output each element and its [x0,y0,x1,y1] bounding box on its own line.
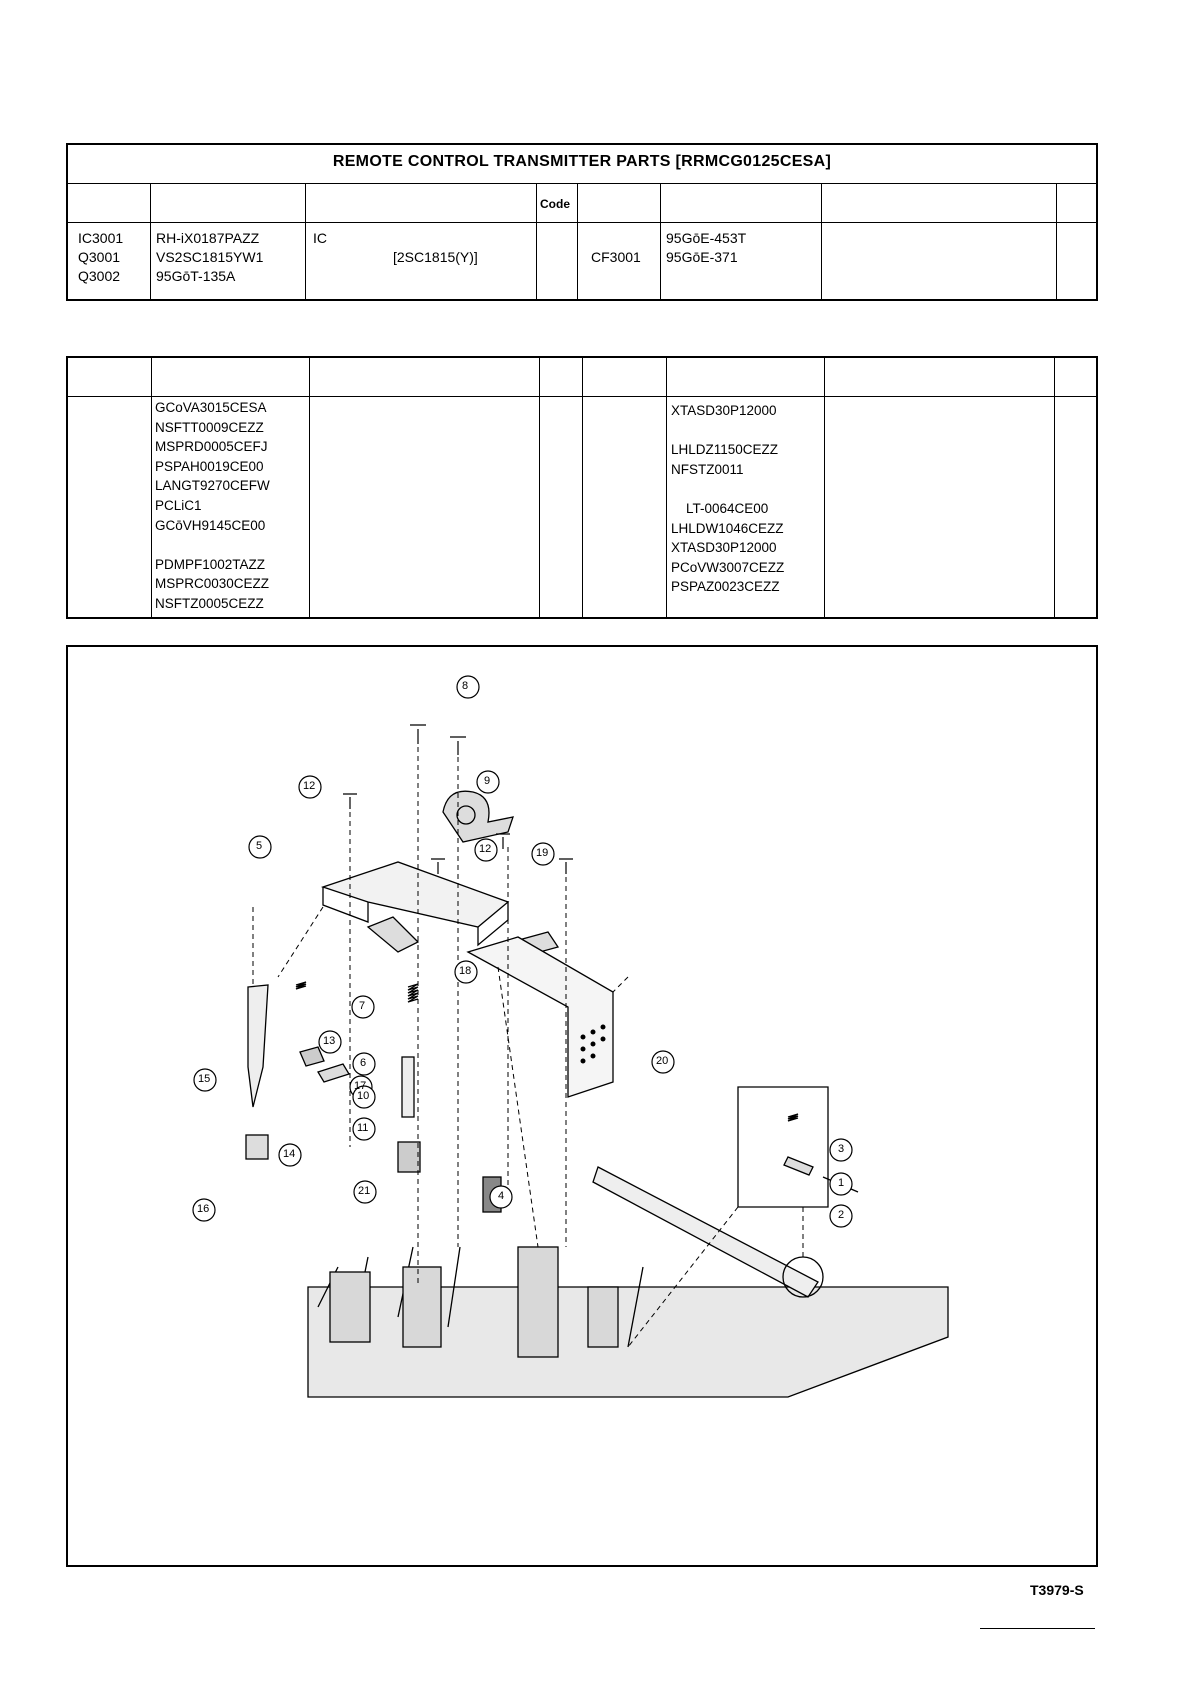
callout-label: 21 [358,1185,371,1197]
divider [68,222,1096,223]
part-number-column: XTASD30P12000 LHLDZ1150CEZZ NFSTZ0011 LT… [671,403,785,595]
divider [68,183,1096,184]
divider [151,358,152,617]
callout-label: 11 [357,1122,369,1134]
callout-label: 1 [838,1177,845,1189]
callout-label: 18 [459,965,472,977]
exploded-view-figure: 8 9 12 5 12 19 18 7 13 6 20 15 17 10 11 … [66,645,1098,1567]
callout-label: 12 [479,843,492,855]
callout-label: 20 [656,1055,669,1067]
header-code: Code [540,197,570,211]
callout-label: 10 [357,1090,370,1102]
callout-label: 3 [838,1143,845,1155]
parts-table-cabinet: GCoVA3015CESA NSFTT0009CEZZ MSPRD0005CEF… [66,356,1098,619]
exploded-view-drawing [192,675,949,1398]
divider [1054,358,1055,617]
divider [539,358,540,617]
divider [666,358,667,617]
callout-label: 2 [838,1209,845,1221]
divider [1025,300,1093,301]
table-title: REMOTE CONTROL TRANSMITTER PARTS [RRMCG0… [332,153,832,170]
ref-column: IC3001 Q3001 Q3002 [78,230,124,284]
callout-label: 17 [354,1080,367,1092]
description-cell: IC [313,230,327,246]
callout-label: 13 [323,1035,336,1047]
ref-cell: CF3001 [591,249,641,265]
callout-label: 15 [198,1073,211,1085]
divider [577,183,578,299]
divider [1056,183,1057,299]
divider [309,358,310,617]
callout-label: 6 [360,1057,367,1069]
divider [980,1628,1095,1629]
callout-label: 16 [197,1203,210,1215]
callout-label: 8 [462,680,469,692]
callout-label: 19 [536,847,549,859]
divider [821,183,822,299]
screw-group [343,724,573,874]
callout-circles [192,675,853,1228]
callout-label: 14 [283,1148,296,1160]
divider [305,183,306,299]
callout-label: 9 [484,775,491,787]
divider [150,183,151,299]
callout-label: 5 [256,840,263,852]
callout-label: 7 [359,1000,366,1012]
divider [660,183,661,299]
divider [536,183,537,299]
drawing-code: T3979-S [1030,1582,1084,1598]
callout-label: 12 [303,780,316,792]
part-number-column: 95GōE-453T 95GōE-371 [666,230,747,265]
part-number-column: GCoVA3015CESA NSFTT0009CEZZ MSPRD0005CEF… [155,400,270,611]
parts-table-remote-control: REMOTE CONTROL TRANSMITTER PARTS [RRMCG0… [66,143,1098,301]
callout-label: 4 [498,1190,505,1202]
part-number-column: RH-iX0187PAZZ VS2SC1815YW1 95GōT-135A [156,230,264,284]
divider [824,358,825,617]
description-cell: [2SC1815(Y)] [393,249,478,265]
divider [582,358,583,617]
